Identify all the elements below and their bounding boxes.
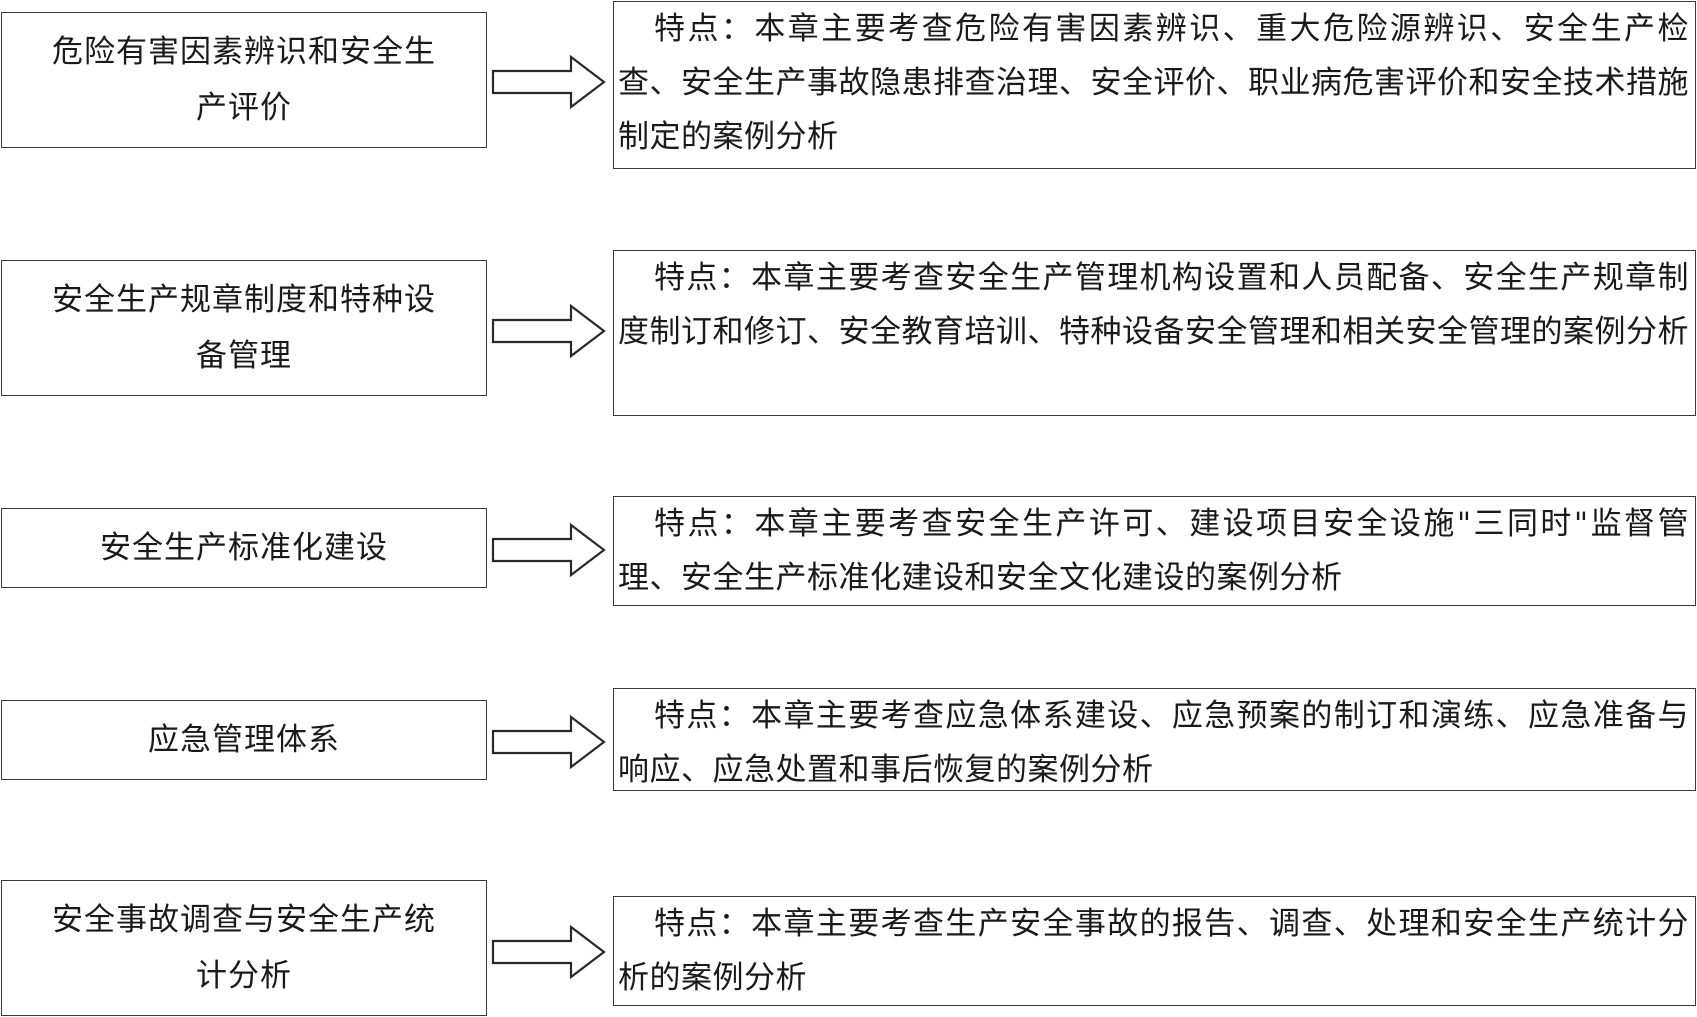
hollow-right-arrow-icon (491, 924, 606, 980)
description-text-2: 特点：本章主要考查安全生产管理机构设置和人员配备、安全生产规章制度制订和修订、安… (618, 260, 1689, 350)
hollow-right-arrow-icon (491, 54, 606, 110)
description-text-1: 特点：本章主要考查危险有害因素辨识、重大危险源辨识、安全生产检查、安全生产事故隐… (618, 11, 1689, 155)
chapter-title-2: 安全生产规章制度和特种设备管理 (52, 282, 436, 374)
chapter-title-5: 安全事故调查与安全生产统计分析 (52, 902, 436, 994)
description-box-5: 特点：本章主要考查生产安全事故的报告、调查、处理和安全生产统计分析的案例分析 (613, 896, 1696, 1006)
chapter-title-1: 危险有害因素辨识和安全生产评价 (52, 34, 436, 126)
description-text-3: 特点：本章主要考查安全生产许可、建设项目安全设施"三同时"监督管理、安全生产标准… (618, 506, 1689, 596)
chapter-box-2: 安全生产规章制度和特种设备管理 (1, 260, 487, 396)
description-box-3: 特点：本章主要考查安全生产许可、建设项目安全设施"三同时"监督管理、安全生产标准… (613, 496, 1696, 606)
description-box-4: 特点：本章主要考查应急体系建设、应急预案的制订和演练、应急准备与响应、应急处置和… (613, 688, 1696, 791)
description-box-2: 特点：本章主要考查安全生产管理机构设置和人员配备、安全生产规章制度制订和修订、安… (613, 250, 1696, 416)
description-text-4: 特点：本章主要考查应急体系建设、应急预案的制订和演练、应急准备与响应、应急处置和… (618, 698, 1689, 788)
chapter-box-3: 安全生产标准化建设 (1, 508, 487, 588)
hollow-right-arrow-icon (491, 303, 606, 359)
hollow-right-arrow-icon (491, 714, 606, 770)
chapter-title-4: 应急管理体系 (148, 722, 340, 758)
chapter-title-3: 安全生产标准化建设 (100, 530, 388, 566)
chapter-box-5: 安全事故调查与安全生产统计分析 (1, 880, 487, 1016)
description-box-1: 特点：本章主要考查危险有害因素辨识、重大危险源辨识、安全生产检查、安全生产事故隐… (613, 1, 1696, 169)
chapter-box-1: 危险有害因素辨识和安全生产评价 (1, 12, 487, 148)
description-text-5: 特点：本章主要考查生产安全事故的报告、调查、处理和安全生产统计分析的案例分析 (618, 906, 1689, 996)
hollow-right-arrow-icon (491, 522, 606, 578)
chapter-box-4: 应急管理体系 (1, 700, 487, 780)
